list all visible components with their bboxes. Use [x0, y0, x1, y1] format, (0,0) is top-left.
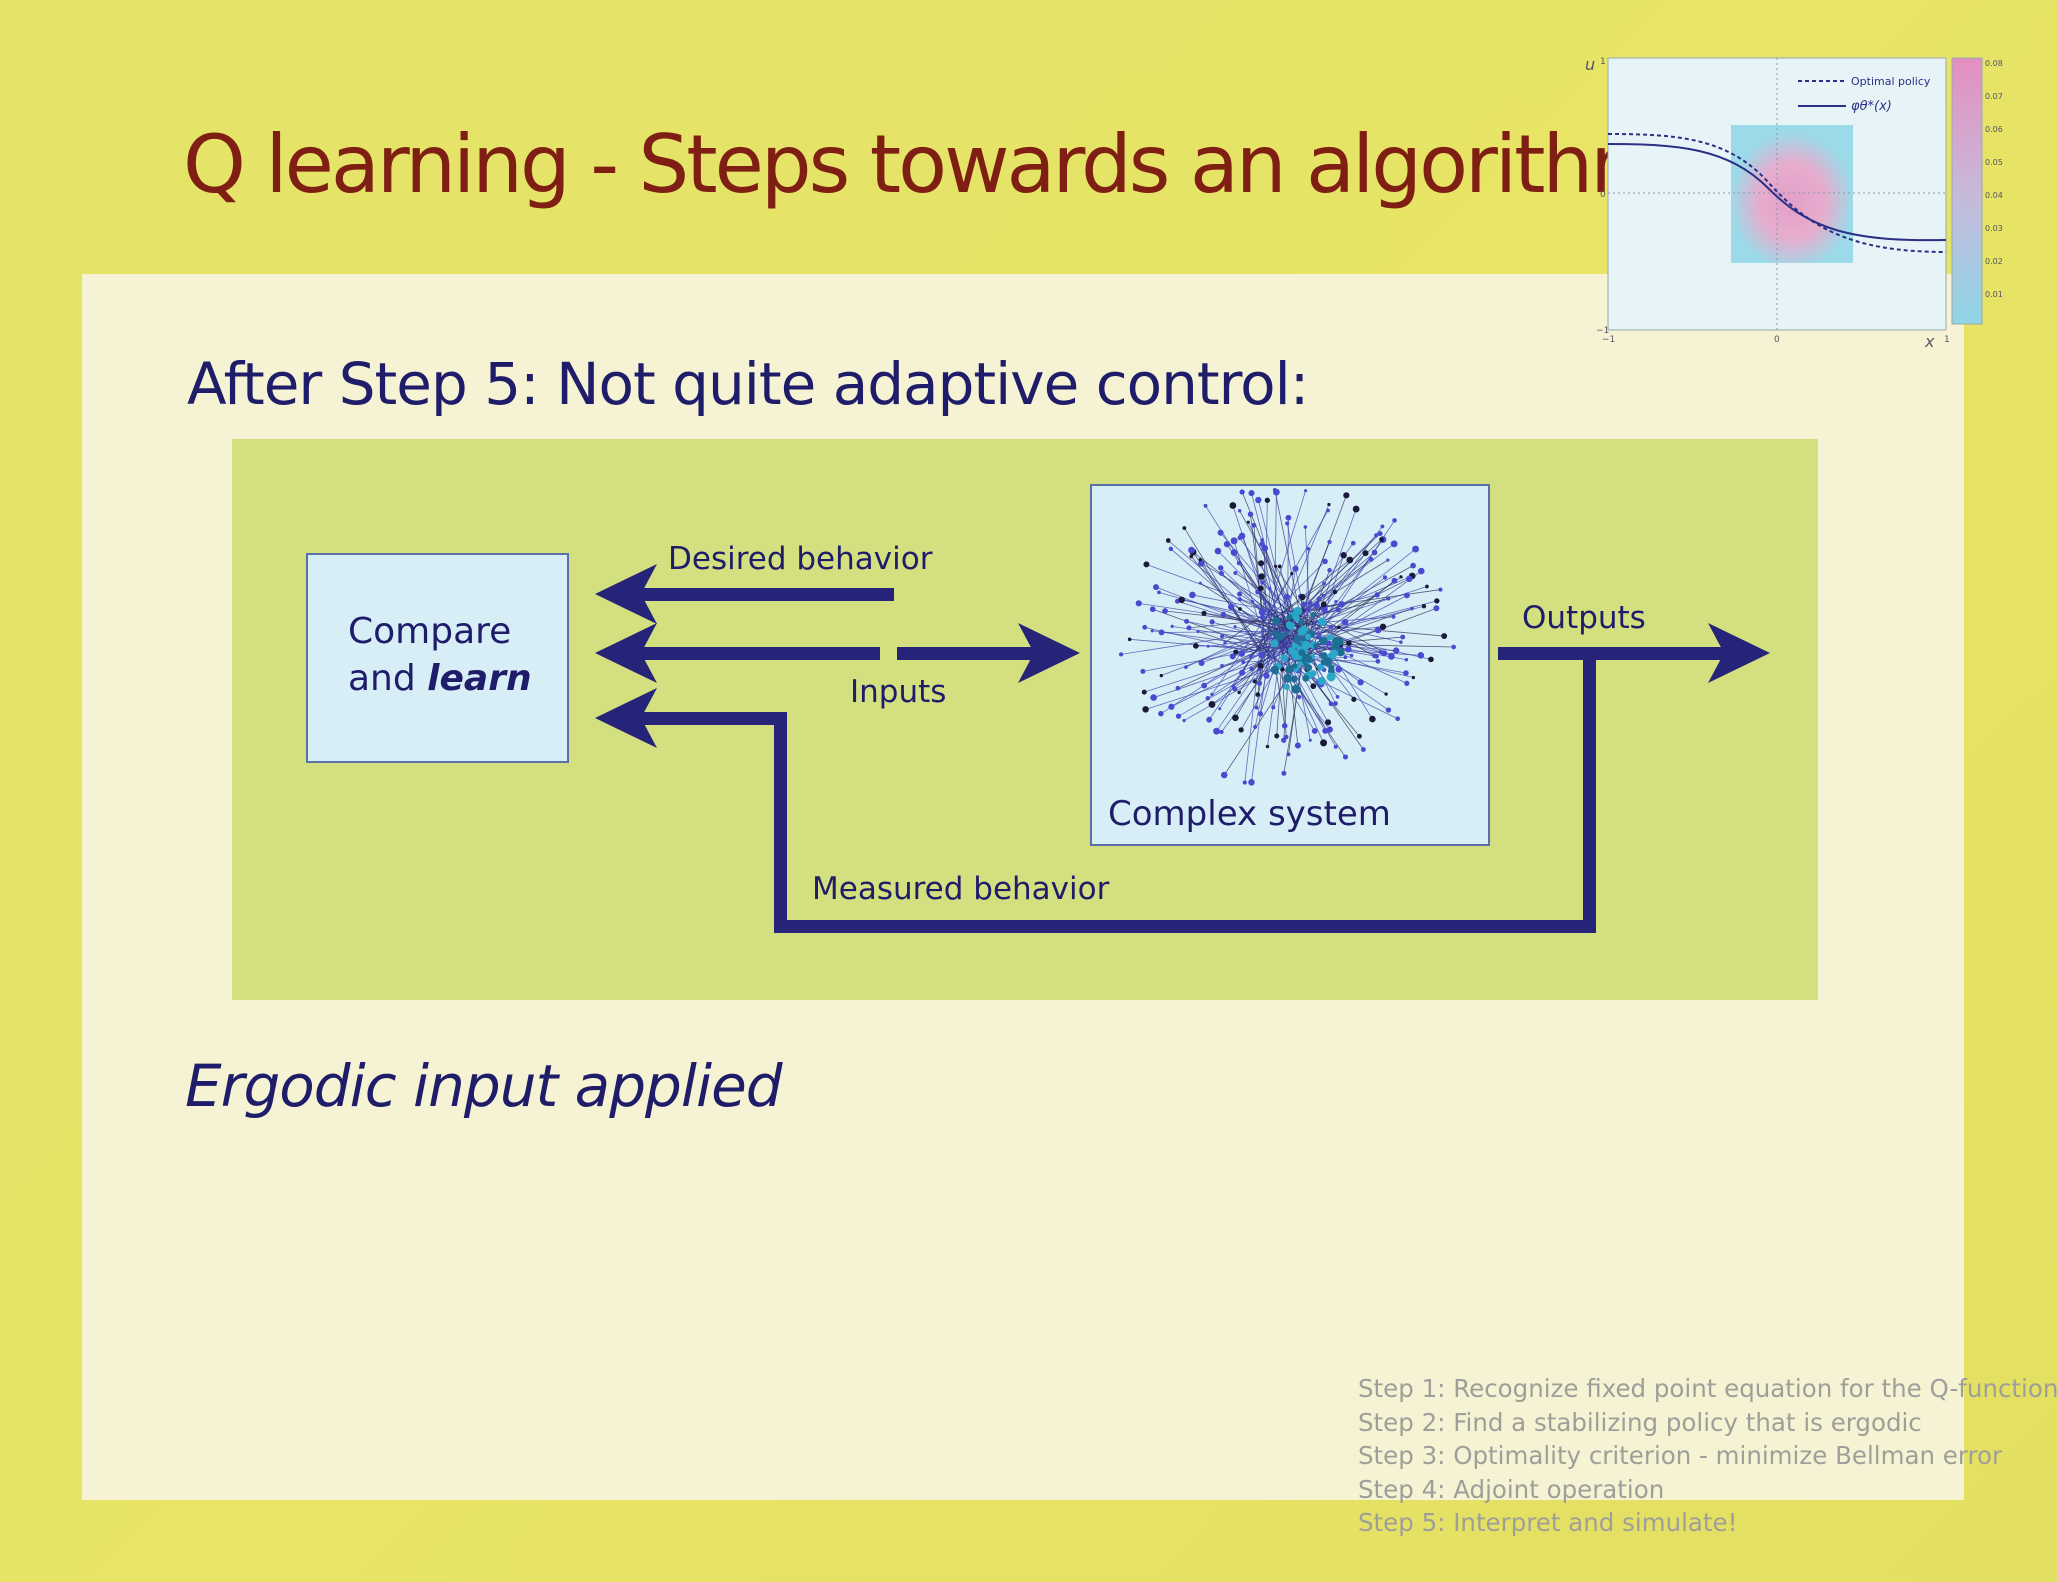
- approx-policy-curve: [1607, 143, 1947, 242]
- colorbar-tick: 0.07: [1985, 92, 2003, 101]
- measured-behavior-arrow-head: [595, 688, 657, 748]
- colorbar: [1951, 57, 1983, 325]
- desired-behavior-arrow-shaft: [640, 588, 894, 601]
- colorbar-tick: 0.08: [1985, 59, 2003, 68]
- subtitle: After Step 5: Not quite adaptive control…: [187, 350, 1309, 418]
- colorbar-tick: 0.04: [1985, 191, 2003, 200]
- step-5: Step 5: Interpret and simulate!: [1358, 1508, 1738, 1537]
- y-axis-label: u: [1585, 55, 1595, 74]
- heatmap-region: [1731, 125, 1853, 263]
- colorbar-tick: 0.02: [1985, 257, 2003, 266]
- x-tick-0: 0: [1774, 335, 1780, 345]
- colorbar-tick: 0.06: [1985, 125, 2003, 134]
- compare-and-learn-label: Compare and learn: [348, 608, 532, 702]
- legend-optimal-policy: Optimal policy: [1851, 75, 1931, 88]
- colorbar-tick: 0.01: [1985, 290, 2003, 299]
- network-graph: [1118, 487, 1457, 786]
- step-3: Step 3: Optimality criterion - minimize …: [1358, 1441, 2003, 1470]
- desired-behavior-arrow-head: [595, 564, 657, 624]
- outputs-arrow-shaft: [1498, 647, 1738, 660]
- compare-label: Compare: [348, 611, 512, 652]
- desired-behavior-label: Desired behavior: [668, 541, 933, 577]
- inputs-right-arrow-head: [1018, 623, 1080, 683]
- inputs-left-arrow-head: [595, 623, 657, 683]
- ergodic-input-label: Ergodic input applied: [185, 1052, 783, 1120]
- steps-list: Step 1: Recognize fixed point equation f…: [1358, 1372, 2058, 1540]
- compare-and-learn-box: [306, 553, 569, 763]
- feedback-vertical-right: [1583, 653, 1596, 933]
- legend-approx-policy: φθ*(x): [1851, 99, 1892, 114]
- colorbar-tick: 0.03: [1985, 224, 2003, 233]
- x-axis-label: x: [1924, 332, 1935, 351]
- inputs-right-arrow-shaft: [897, 647, 1047, 660]
- and-label: and: [348, 658, 428, 699]
- y-tick-minus1: −1: [1596, 326, 1609, 336]
- inputs-label: Inputs: [850, 674, 947, 710]
- feedback-bottom: [774, 920, 1596, 933]
- x-tick-1: 1: [1944, 335, 1950, 345]
- feedback-top: [640, 712, 787, 725]
- x-tick-minus1: −1: [1602, 335, 1615, 345]
- slide-title: Q learning - Steps towards an algorithm: [183, 118, 1668, 211]
- colorbar-tick: 0.05: [1985, 158, 2003, 167]
- step-4: Step 4: Adjoint operation: [1358, 1474, 1665, 1504]
- measured-behavior-label: Measured behavior: [812, 871, 1110, 907]
- complex-system-box: [1090, 484, 1490, 846]
- inset-policy-plot: Optimal policy φθ*(x) u x −1 0 1 1 0 −1 …: [1585, 55, 2003, 351]
- y-tick-0: 0: [1600, 190, 1606, 200]
- network-nodes: [1118, 487, 1457, 786]
- outputs-label: Outputs: [1522, 600, 1646, 636]
- step-1: Step 1: Recognize fixed point equation f…: [1358, 1374, 2058, 1403]
- step-2: Step 2: Find a stabilizing policy that i…: [1358, 1407, 1922, 1437]
- outputs-arrow-head: [1708, 623, 1770, 683]
- inputs-left-arrow-shaft: [640, 647, 880, 660]
- colorbar-ticks: 0.08 0.07 0.06 0.05 0.04 0.03 0.02 0.01: [1985, 59, 2003, 299]
- optimal-policy-curve: [1607, 133, 1947, 253]
- feedback-vertical-left: [774, 712, 787, 933]
- complex-system-label: Complex system: [1108, 794, 1391, 834]
- learn-label: learn: [427, 658, 532, 699]
- y-tick-1: 1: [1600, 57, 1606, 67]
